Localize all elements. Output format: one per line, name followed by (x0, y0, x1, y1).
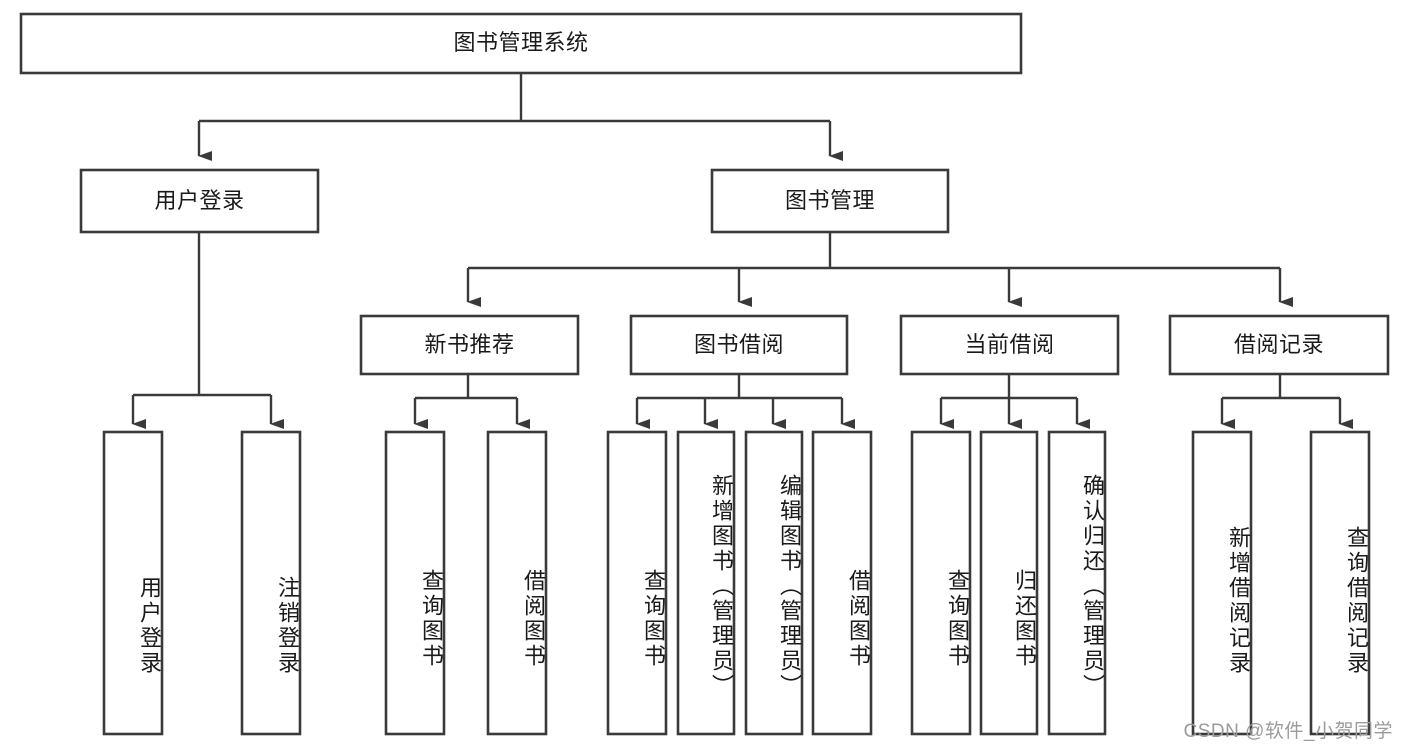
node-box-leaf-add-record[interactable] (1191, 430, 1253, 736)
node-box-root[interactable] (19, 12, 1023, 75)
node-box-leaf-confirm-return[interactable] (1047, 430, 1107, 736)
node-box-leaf-query-record[interactable] (1309, 430, 1371, 736)
node-box-leaf-query-book-3[interactable] (910, 430, 972, 736)
connector-group-user-login (131, 233, 284, 429)
node-box-book-management[interactable] (710, 168, 950, 234)
node-box-leaf-query-book-2[interactable] (606, 430, 668, 736)
connector-group-book-borrow (635, 375, 855, 429)
node-box-leaf-borrow-book-1[interactable] (486, 430, 548, 736)
node-box-current-borrow[interactable] (899, 314, 1120, 376)
connector-group-book-management (466, 233, 1293, 307)
node-box-leaf-user-login[interactable] (102, 430, 164, 736)
node-box-new-book-recommend[interactable] (359, 314, 580, 376)
node-box-leaf-borrow-book-2[interactable] (811, 430, 873, 736)
node-box-leaf-add-book[interactable] (676, 430, 736, 736)
connector-group-borrow-record (1220, 375, 1353, 429)
connector-group-current-borrow (939, 375, 1090, 429)
node-box-leaf-edit-book[interactable] (744, 430, 804, 736)
node-box-user-login[interactable] (79, 168, 320, 234)
node-box-leaf-return-book[interactable] (979, 430, 1039, 736)
node-box-leaf-user-logout[interactable] (240, 430, 302, 736)
node-box-leaf-query-book-1[interactable] (384, 430, 446, 736)
connector-group-root (197, 73, 843, 161)
node-box-borrow-record[interactable] (1168, 314, 1390, 376)
node-box-book-borrow[interactable] (629, 314, 849, 376)
connector-group-new-book-recommend (413, 375, 530, 429)
